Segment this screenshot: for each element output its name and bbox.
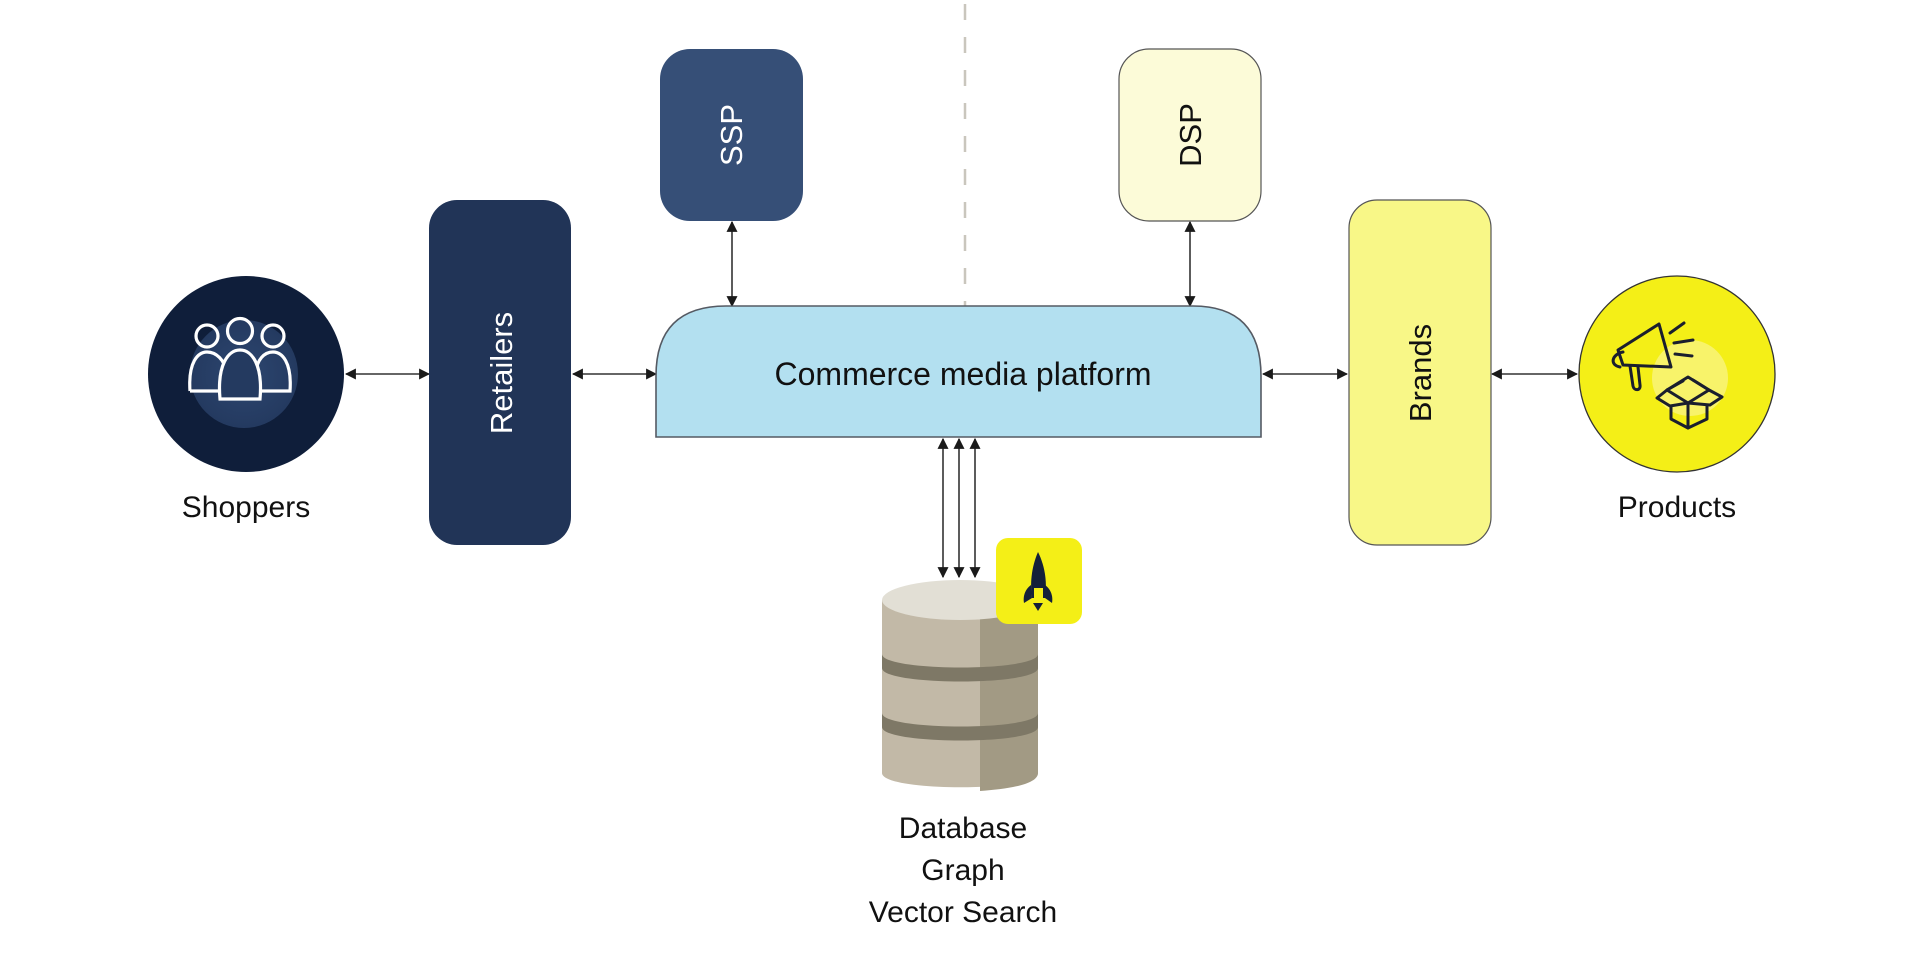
database-label-line-3: Vector Search [869,896,1057,929]
platform-label: Commerce media platform [775,356,1152,392]
dsp-label: DSP [1173,103,1208,167]
people-group-icon [188,316,292,401]
database-label-line-2: Graph [921,854,1004,887]
brands-label: Brands [1403,324,1438,422]
node-database[interactable]: Database Graph Vector Search [869,538,1082,929]
retailers-box [429,200,571,545]
retailers-label: Retailers [484,312,519,434]
platform-box [655,305,1262,438]
megaphone-box-icon [1611,321,1724,430]
node-brands[interactable]: Brands [1348,199,1492,546]
node-shoppers[interactable]: Shoppers [148,276,344,524]
brands-box [1348,199,1492,546]
node-ssp[interactable]: SSP [660,49,803,221]
dsp-box [1118,48,1262,222]
connectors [344,220,1579,579]
node-products[interactable]: Products [1578,275,1776,524]
node-retailers[interactable]: Retailers [429,200,571,545]
node-platform[interactable]: Commerce media platform [655,305,1262,438]
database-cylinder-icon [882,580,1038,791]
database-label-line-1: Database [899,812,1027,845]
rocket-icon [1023,552,1053,611]
rocket-badge [996,538,1082,624]
shoppers-label: Shoppers [182,491,310,524]
ssp-box [660,49,803,221]
node-dsp[interactable]: DSP [1118,48,1262,222]
ssp-label: SSP [714,104,749,166]
products-label: Products [1618,491,1736,524]
